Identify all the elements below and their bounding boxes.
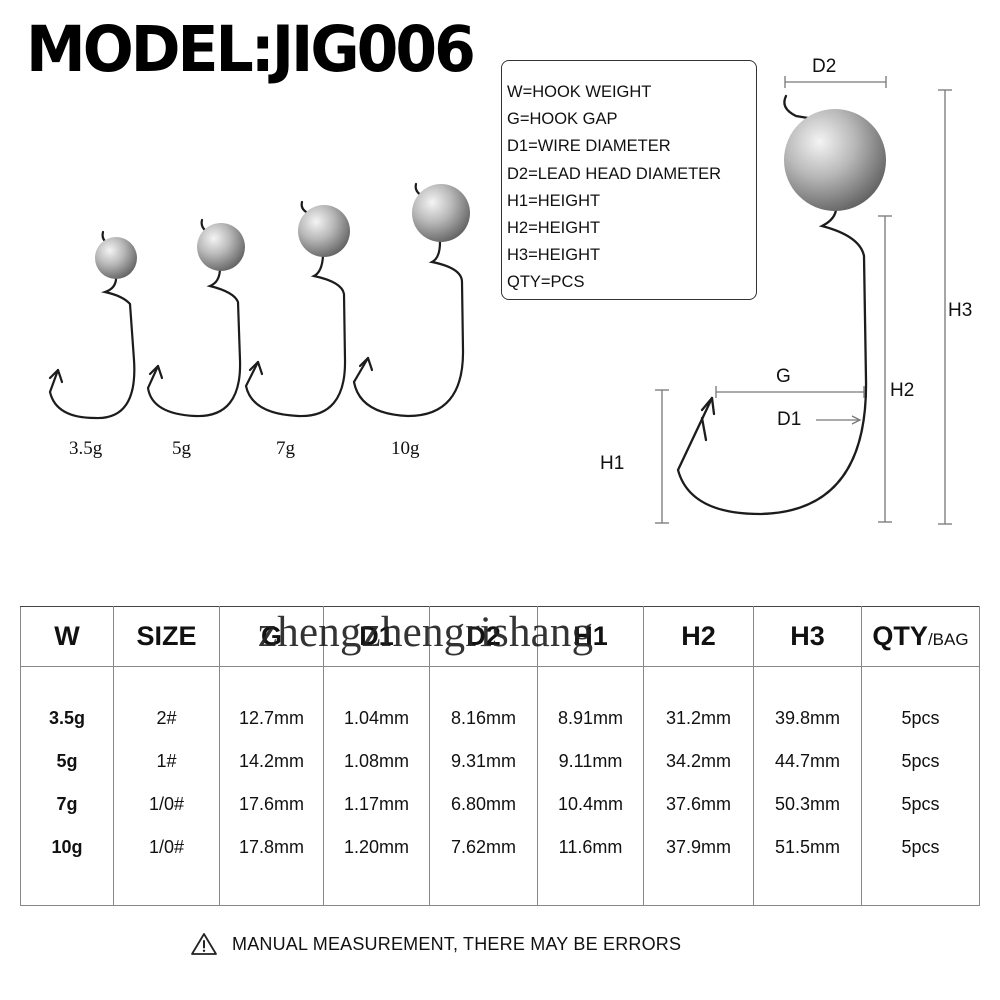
table-cell: 17.8mm xyxy=(238,837,305,857)
table-cell: 5pcs xyxy=(901,708,940,728)
table-cell: 37.6mm xyxy=(665,794,732,814)
table-cell: 51.5mm xyxy=(774,837,841,857)
table-cell: 10.4mm xyxy=(557,794,624,814)
dim-label-d1: D1 xyxy=(777,409,802,430)
table-cell: 6.80mm xyxy=(450,794,517,814)
column-qty: 5pcs 5pcs 5pcs 5pcs xyxy=(861,666,980,906)
legend-box: W=HOOK WEIGHT G=HOOK GAP D1=WIRE DIAMETE… xyxy=(501,60,757,300)
dim-label-g: G xyxy=(776,366,791,387)
table-cell: 8.91mm xyxy=(557,708,624,728)
column-d1: 1.04mm 1.08mm 1.17mm 1.20mm xyxy=(323,666,430,906)
table-cell: 37.9mm xyxy=(665,837,732,857)
header-g: G xyxy=(219,606,324,667)
column-d2: 8.16mm 9.31mm 6.80mm 7.62mm xyxy=(429,666,538,906)
table-cell: 9.31mm xyxy=(450,751,517,771)
table-row: 3.5g 5g 7g 10g 2# 1# 1/0# 1/0# 12.7mm 14… xyxy=(20,666,980,906)
hook-illustrations xyxy=(48,76,952,525)
column-h1: 8.91mm 9.11mm 10.4mm 11.6mm xyxy=(537,666,644,906)
table-cell: 17.6mm xyxy=(238,794,305,814)
header-qty-unit: /BAG xyxy=(927,630,969,649)
table-cell: 34.2mm xyxy=(665,751,732,771)
dim-label-d2: D2 xyxy=(812,56,837,77)
header-d1: D1 xyxy=(323,606,430,667)
hook-10g-image xyxy=(352,182,470,418)
table-cell: 1.04mm xyxy=(343,708,410,728)
dim-label-h3: H3 xyxy=(948,300,973,321)
header-h2: H2 xyxy=(643,606,754,667)
hook-label-3-5g: 3.5g xyxy=(69,438,103,459)
header-qty: QTY/BAG xyxy=(861,606,980,667)
header-h3: H3 xyxy=(753,606,862,667)
table-cell: 39.8mm xyxy=(774,708,841,728)
table-cell: 12.7mm xyxy=(238,708,305,728)
dimension-lines xyxy=(655,76,952,525)
measurement-note: MANUAL MEASUREMENT, THERE MAY BE ERRORS xyxy=(190,932,681,956)
hook-3-5g-image xyxy=(48,230,137,420)
table-cell: 5g xyxy=(56,751,78,771)
model-title: MODEL:JIG006 xyxy=(26,13,476,87)
legend-h2: H2=HEIGHT xyxy=(507,219,601,238)
table-cell: 9.11mm xyxy=(558,751,623,771)
table-cell: 1.08mm xyxy=(343,751,410,771)
table-cell: 11.6mm xyxy=(558,837,623,857)
table-cell: 31.2mm xyxy=(665,708,732,728)
table-cell: 14.2mm xyxy=(238,751,305,771)
legend-h1: H1=HEIGHT xyxy=(507,191,601,210)
column-size: 2# 1# 1/0# 1/0# xyxy=(113,666,220,906)
column-h2: 31.2mm 34.2mm 37.6mm 37.9mm xyxy=(643,666,754,906)
legend-h3: H3=HEIGHT xyxy=(507,246,601,265)
hook-label-7g: 7g xyxy=(276,438,295,459)
legend-head-diameter: D2=LEAD HEAD DIAMETER xyxy=(507,164,722,183)
table-cell: 5pcs xyxy=(901,751,940,771)
table-cell: 1/0# xyxy=(148,794,185,814)
note-text: MANUAL MEASUREMENT, THERE MAY BE ERRORS xyxy=(232,933,682,954)
column-h3: 39.8mm 44.7mm 50.3mm 51.5mm xyxy=(753,666,862,906)
legend-wire-diameter: D1=WIRE DIAMETER xyxy=(507,137,671,156)
header-d2: D2 xyxy=(429,606,538,667)
table-cell: 3.5g xyxy=(48,708,86,728)
table-cell: 1/0# xyxy=(148,837,185,857)
table-cell: 5pcs xyxy=(901,837,940,857)
table-cell: 1.17mm xyxy=(343,794,410,814)
table-cell: 2# xyxy=(156,708,177,728)
hook-5g-image xyxy=(146,218,245,418)
hook-label-10g: 10g xyxy=(391,438,420,459)
table-cell: 7g xyxy=(56,794,78,814)
dim-label-h2: H2 xyxy=(890,380,915,401)
legend-qty: QTY=PCS xyxy=(507,273,585,292)
column-weight: 3.5g 5g 7g 10g xyxy=(20,666,114,906)
spec-table: W SIZE G D1 D2 H1 H2 H3 QTY/BAG 3.5g 5g … xyxy=(20,606,980,906)
table-cell: 8.16mm xyxy=(450,708,517,728)
table-header-row: W SIZE G D1 D2 H1 H2 H3 QTY/BAG xyxy=(20,606,980,667)
table-cell: 1# xyxy=(156,751,177,771)
dimension-diagram-hook xyxy=(676,94,886,516)
table-cell: 1.20mm xyxy=(343,837,410,857)
header-size: SIZE xyxy=(113,606,220,667)
column-gap: 12.7mm 14.2mm 17.6mm 17.8mm xyxy=(219,666,324,906)
legend-gap: G=HOOK GAP xyxy=(507,110,618,129)
table-cell: 50.3mm xyxy=(774,794,841,814)
table-cell: 5pcs xyxy=(901,794,940,814)
dim-label-h1: H1 xyxy=(600,453,625,474)
legend-weight: W=HOOK WEIGHT xyxy=(507,83,652,101)
hook-7g-image xyxy=(244,200,350,418)
table-cell: 10g xyxy=(51,837,83,857)
table-cell: 7.62mm xyxy=(450,837,517,857)
header-h1: H1 xyxy=(537,606,644,667)
hook-label-5g: 5g xyxy=(172,438,191,459)
watermark: zhengzhengrishang xyxy=(258,609,594,656)
header-w: W xyxy=(20,606,114,667)
warning-triangle-icon xyxy=(191,933,217,955)
table-cell: 44.7mm xyxy=(774,751,841,771)
